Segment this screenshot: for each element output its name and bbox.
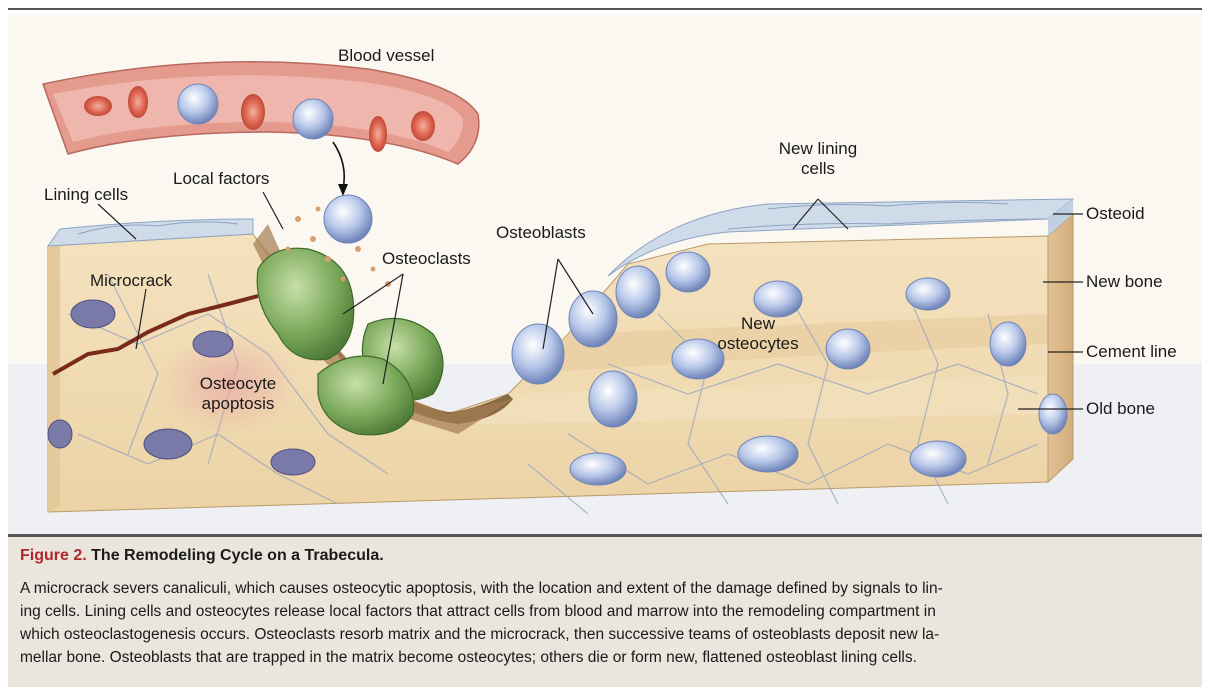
bone-remodeling-illustration — [8, 14, 1202, 534]
label-new-lining-cells-line1: New lining — [768, 139, 868, 159]
label-osteoblasts: Osteoblasts — [496, 223, 586, 243]
label-new-bone: New bone — [1086, 272, 1163, 292]
label-microcrack: Microcrack — [90, 271, 172, 291]
label-local-factors: Local factors — [173, 169, 269, 189]
label-new-osteocytes-line1: New — [708, 314, 808, 334]
caption-title-text: The Remodeling Cycle on a Trabecula. — [91, 547, 384, 564]
caption-line: A microcrack severs canaliculi, which ca… — [20, 577, 1190, 600]
label-old-bone: Old bone — [1086, 399, 1155, 419]
figure-caption: Figure 2. The Remodeling Cycle on a Trab… — [8, 534, 1202, 687]
label-blood-vessel: Blood vessel — [338, 46, 434, 66]
label-new-lining-cells: New lining cells — [768, 139, 868, 179]
label-osteocyte-apoptosis: Osteocyte apoptosis — [188, 374, 288, 414]
top-rule — [8, 8, 1202, 10]
caption-figure-number: Figure 2. — [20, 547, 87, 564]
label-new-osteocytes: New osteocytes — [708, 314, 808, 354]
caption-line: which osteoclastogenesis occurs. Osteocl… — [20, 623, 1190, 646]
caption-line: ing cells. Lining cells and osteocytes r… — [20, 600, 1190, 623]
diagram-figure: Blood vessel Lining cells Local factors … — [8, 14, 1202, 534]
label-osteocyte-apoptosis-line2: apoptosis — [188, 394, 288, 414]
label-cement-line: Cement line — [1086, 342, 1177, 362]
label-new-lining-cells-line2: cells — [768, 159, 868, 179]
caption-body: A microcrack severs canaliculi, which ca… — [20, 577, 1190, 669]
label-lining-cells: Lining cells — [44, 185, 128, 205]
label-osteoclasts: Osteoclasts — [382, 249, 471, 269]
label-osteocyte-apoptosis-line1: Osteocyte — [188, 374, 288, 394]
label-new-osteocytes-line2: osteocytes — [708, 334, 808, 354]
caption-line: mellar bone. Osteoblasts that are trappe… — [20, 646, 1190, 669]
label-osteoid: Osteoid — [1086, 204, 1145, 224]
caption-title: Figure 2. The Remodeling Cycle on a Trab… — [20, 547, 384, 565]
